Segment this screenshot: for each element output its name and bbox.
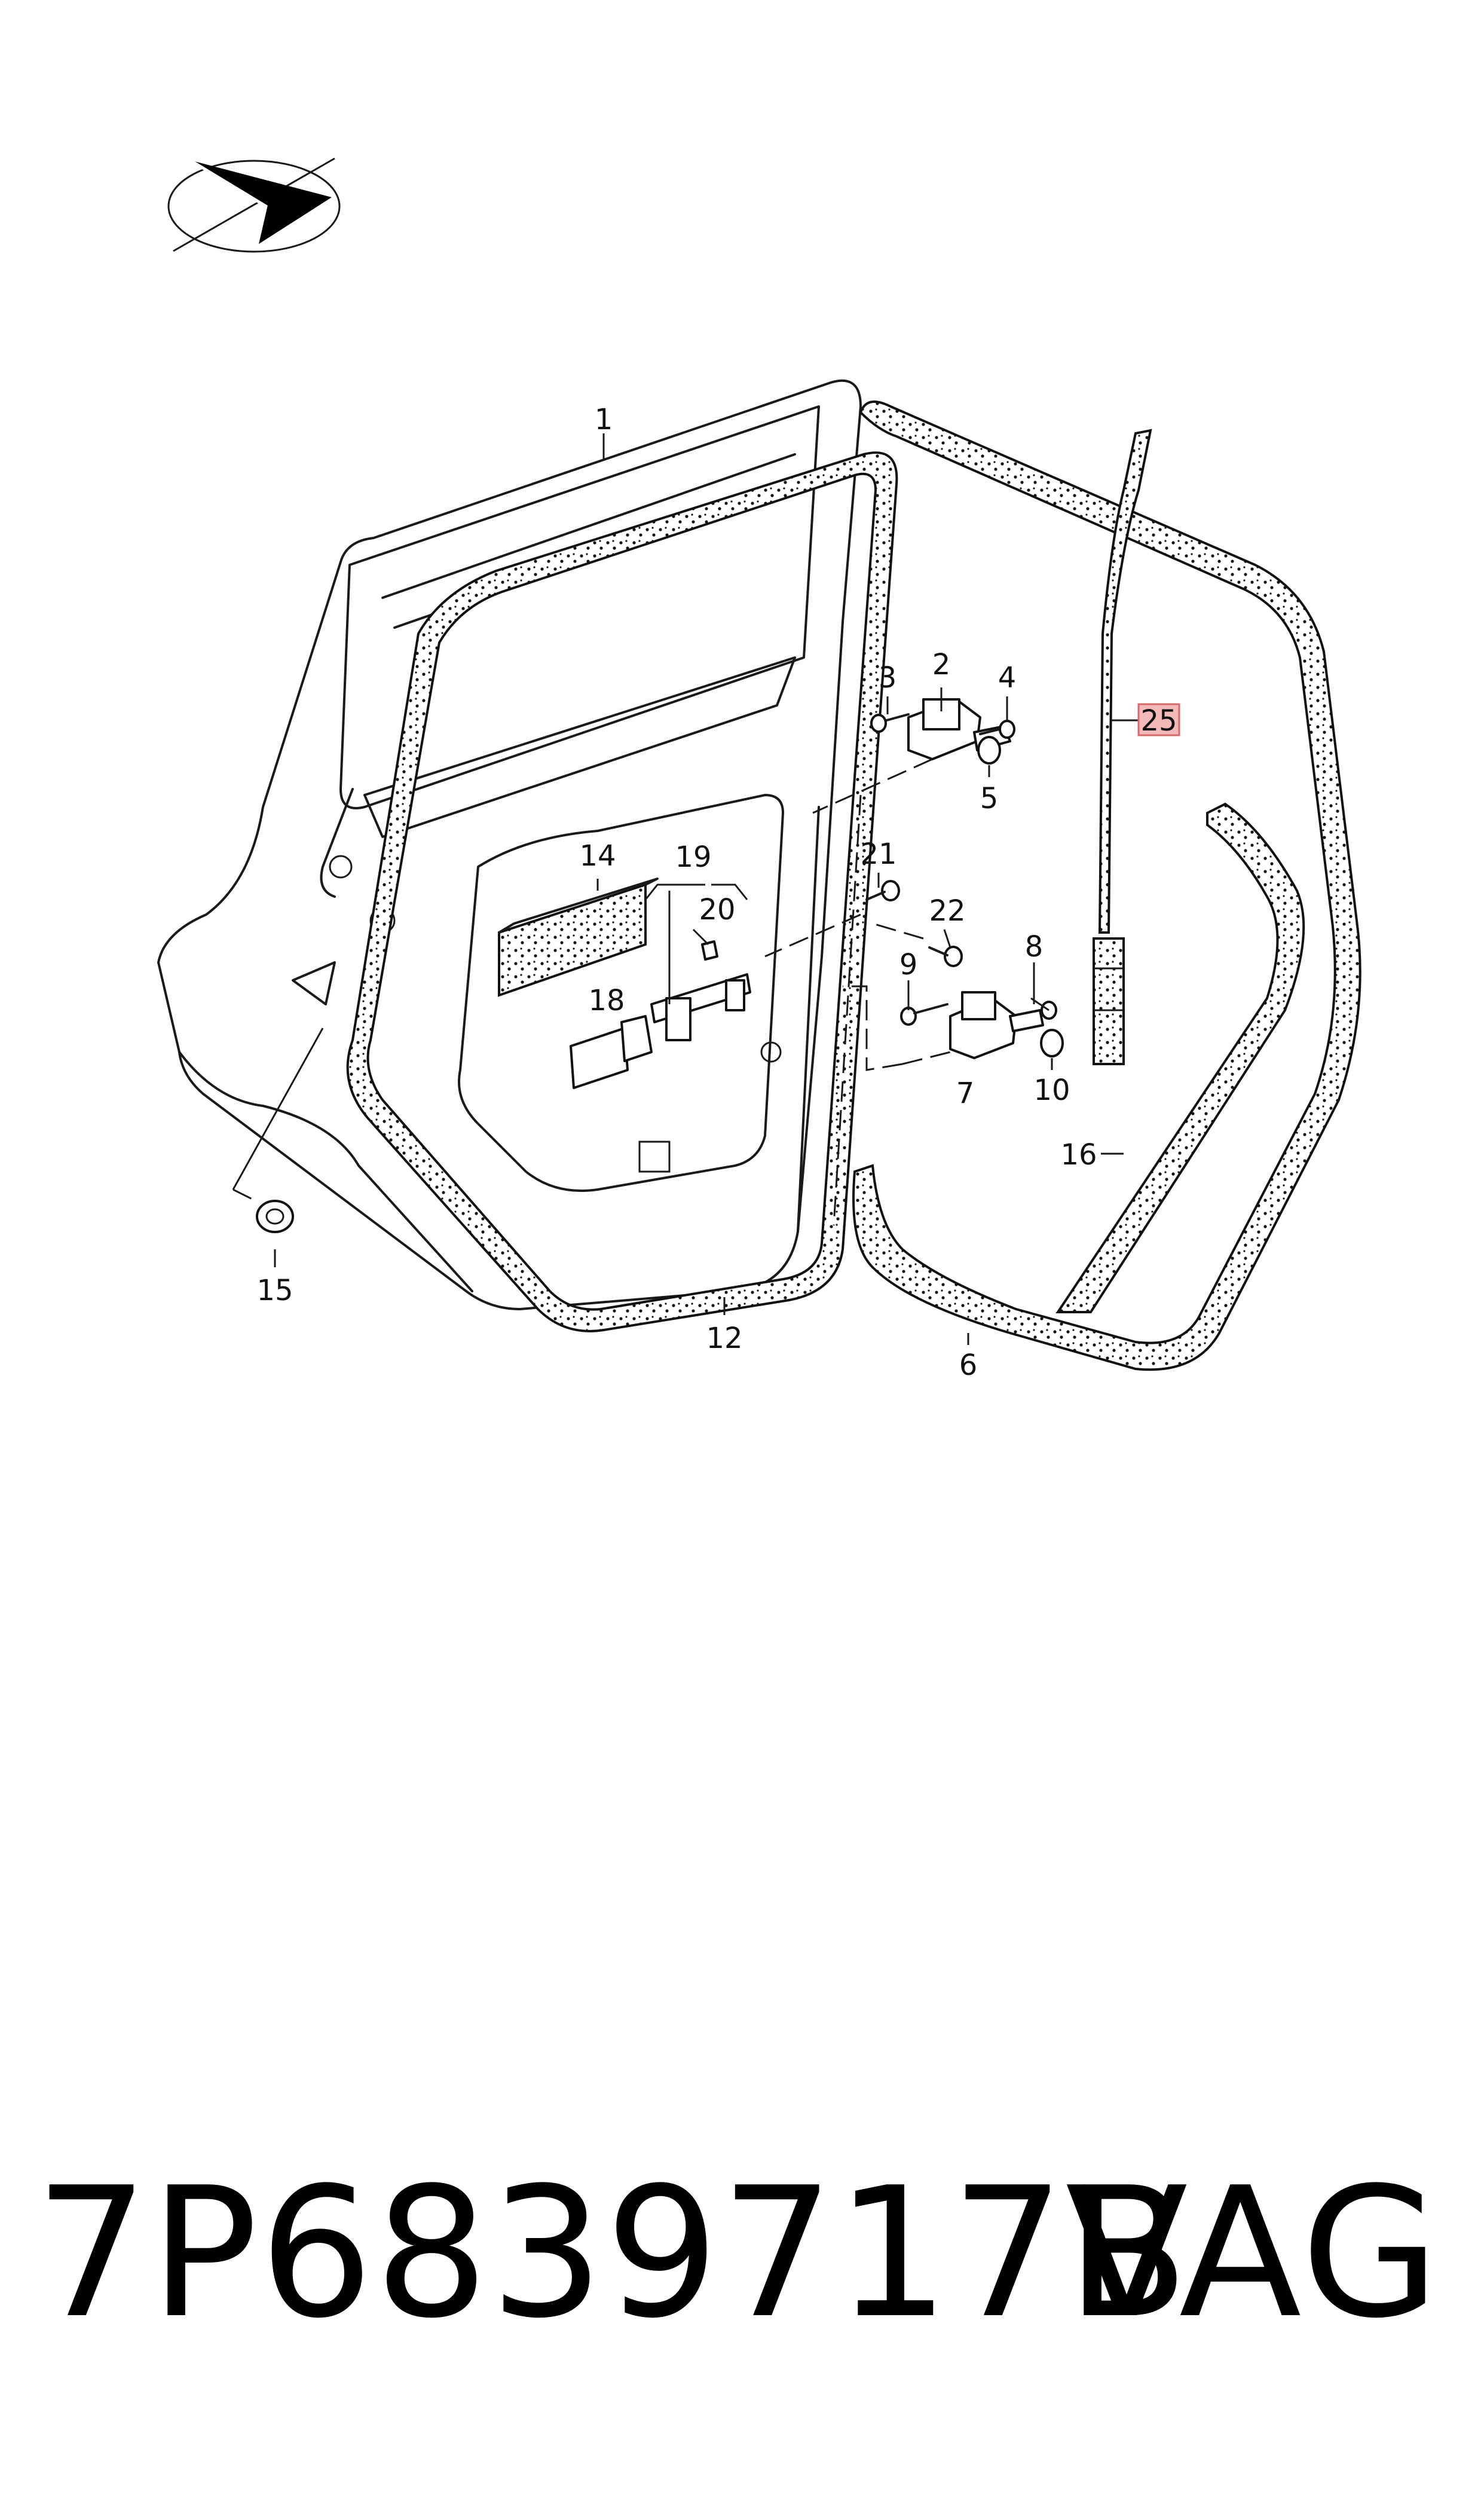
outer-body-seal	[833, 401, 1361, 1371]
mounting-screws	[764, 880, 963, 967]
upper-hinge	[812, 698, 1015, 814]
footer: 7P6839717B VAG	[0, 2128, 1484, 2379]
callout-6: 6	[959, 1349, 978, 1382]
callout-5: 5	[980, 782, 999, 815]
lower-hinge	[843, 985, 1064, 1071]
callout-leaders	[274, 433, 1139, 1345]
callout-1: 1	[595, 403, 613, 436]
curved-trim-strip	[1055, 802, 1305, 1313]
grommet	[232, 1028, 324, 1233]
callout-9: 9	[899, 948, 918, 982]
callout-25: 25	[1140, 704, 1177, 738]
callout-3: 3	[879, 661, 897, 695]
callout-8: 8	[1025, 930, 1044, 964]
callout-12: 12	[706, 1322, 742, 1355]
door-shell	[157, 379, 862, 1310]
brand-name: VAG	[1065, 2149, 1442, 2358]
callout-20: 20	[699, 893, 735, 927]
callout-2: 2	[932, 648, 951, 681]
insulation-pad	[498, 878, 659, 997]
vertical-channel-strip	[1093, 429, 1152, 1065]
callout-4: 4	[998, 661, 1017, 695]
callout-10: 10	[1033, 1074, 1070, 1107]
callout-14: 14	[579, 839, 616, 873]
callout-15: 15	[256, 1274, 293, 1307]
door-check-assembly	[570, 883, 751, 1089]
callout-21: 21	[860, 837, 896, 871]
inner-door-seal	[346, 451, 898, 1332]
callout-7: 7	[956, 1077, 975, 1110]
callout-18: 18	[588, 984, 625, 1017]
callout-22: 22	[929, 894, 965, 928]
callout-19: 19	[675, 840, 711, 874]
callout-labels: 1 2 3 4 5 6 7 8 9 10 12 14 15 16 18 19 2…	[256, 403, 1180, 1382]
callout-16: 16	[1060, 1138, 1097, 1172]
callout-25-highlight	[1137, 703, 1180, 736]
direction-arrow-icon	[167, 157, 341, 253]
part-number: 7P6839717B	[35, 2149, 1191, 2358]
